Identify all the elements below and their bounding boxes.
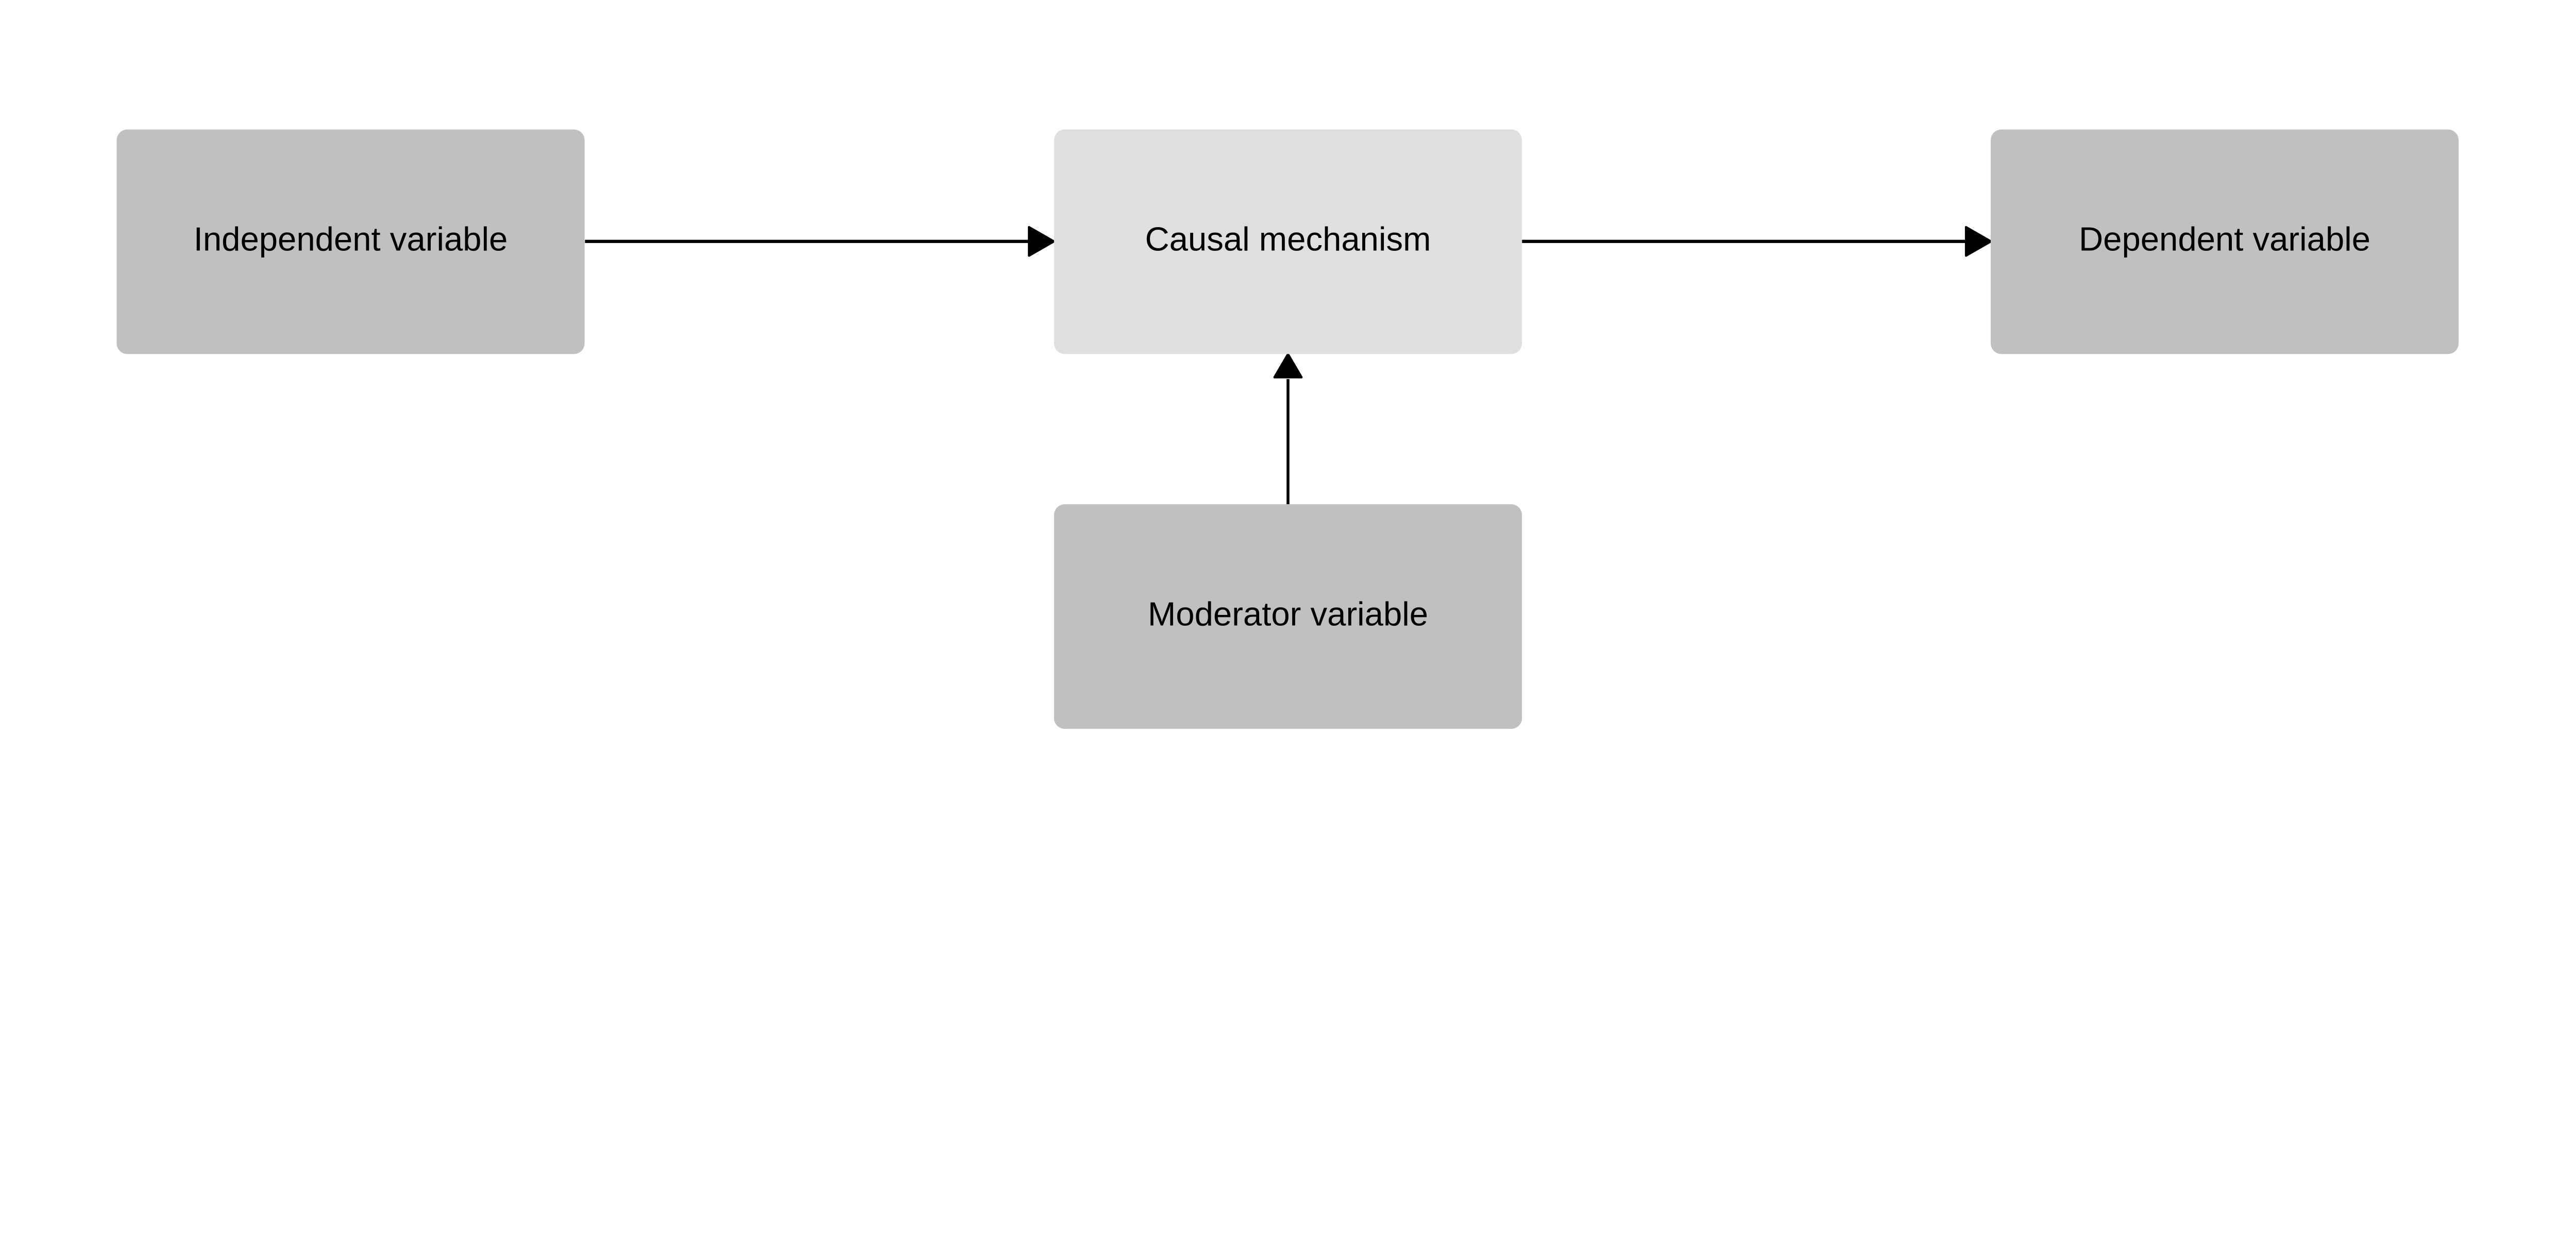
arrowhead-icon bbox=[1273, 353, 1303, 379]
diagram: Independent variable Causal mechanism De… bbox=[116, 129, 2459, 729]
node-label: Independent variable bbox=[194, 220, 508, 258]
edge-mechanism-to-dependent bbox=[1522, 226, 1992, 257]
edge-moderator-to-mechanism bbox=[1273, 353, 1303, 505]
arrowhead-icon bbox=[1964, 226, 1992, 257]
arrowhead-icon bbox=[1028, 226, 1055, 257]
node-dependent-variable: Dependent variable bbox=[1990, 129, 2459, 354]
node-moderator-variable: Moderator variable bbox=[1054, 504, 1522, 729]
node-causal-mechanism: Causal mechanism bbox=[1054, 129, 1522, 354]
edge-independent-to-mechanism bbox=[585, 226, 1055, 257]
node-label: Moderator variable bbox=[1148, 595, 1428, 632]
node-label: Causal mechanism bbox=[1145, 220, 1431, 258]
node-independent-variable: Independent variable bbox=[116, 129, 585, 354]
node-label: Dependent variable bbox=[2079, 220, 2370, 258]
